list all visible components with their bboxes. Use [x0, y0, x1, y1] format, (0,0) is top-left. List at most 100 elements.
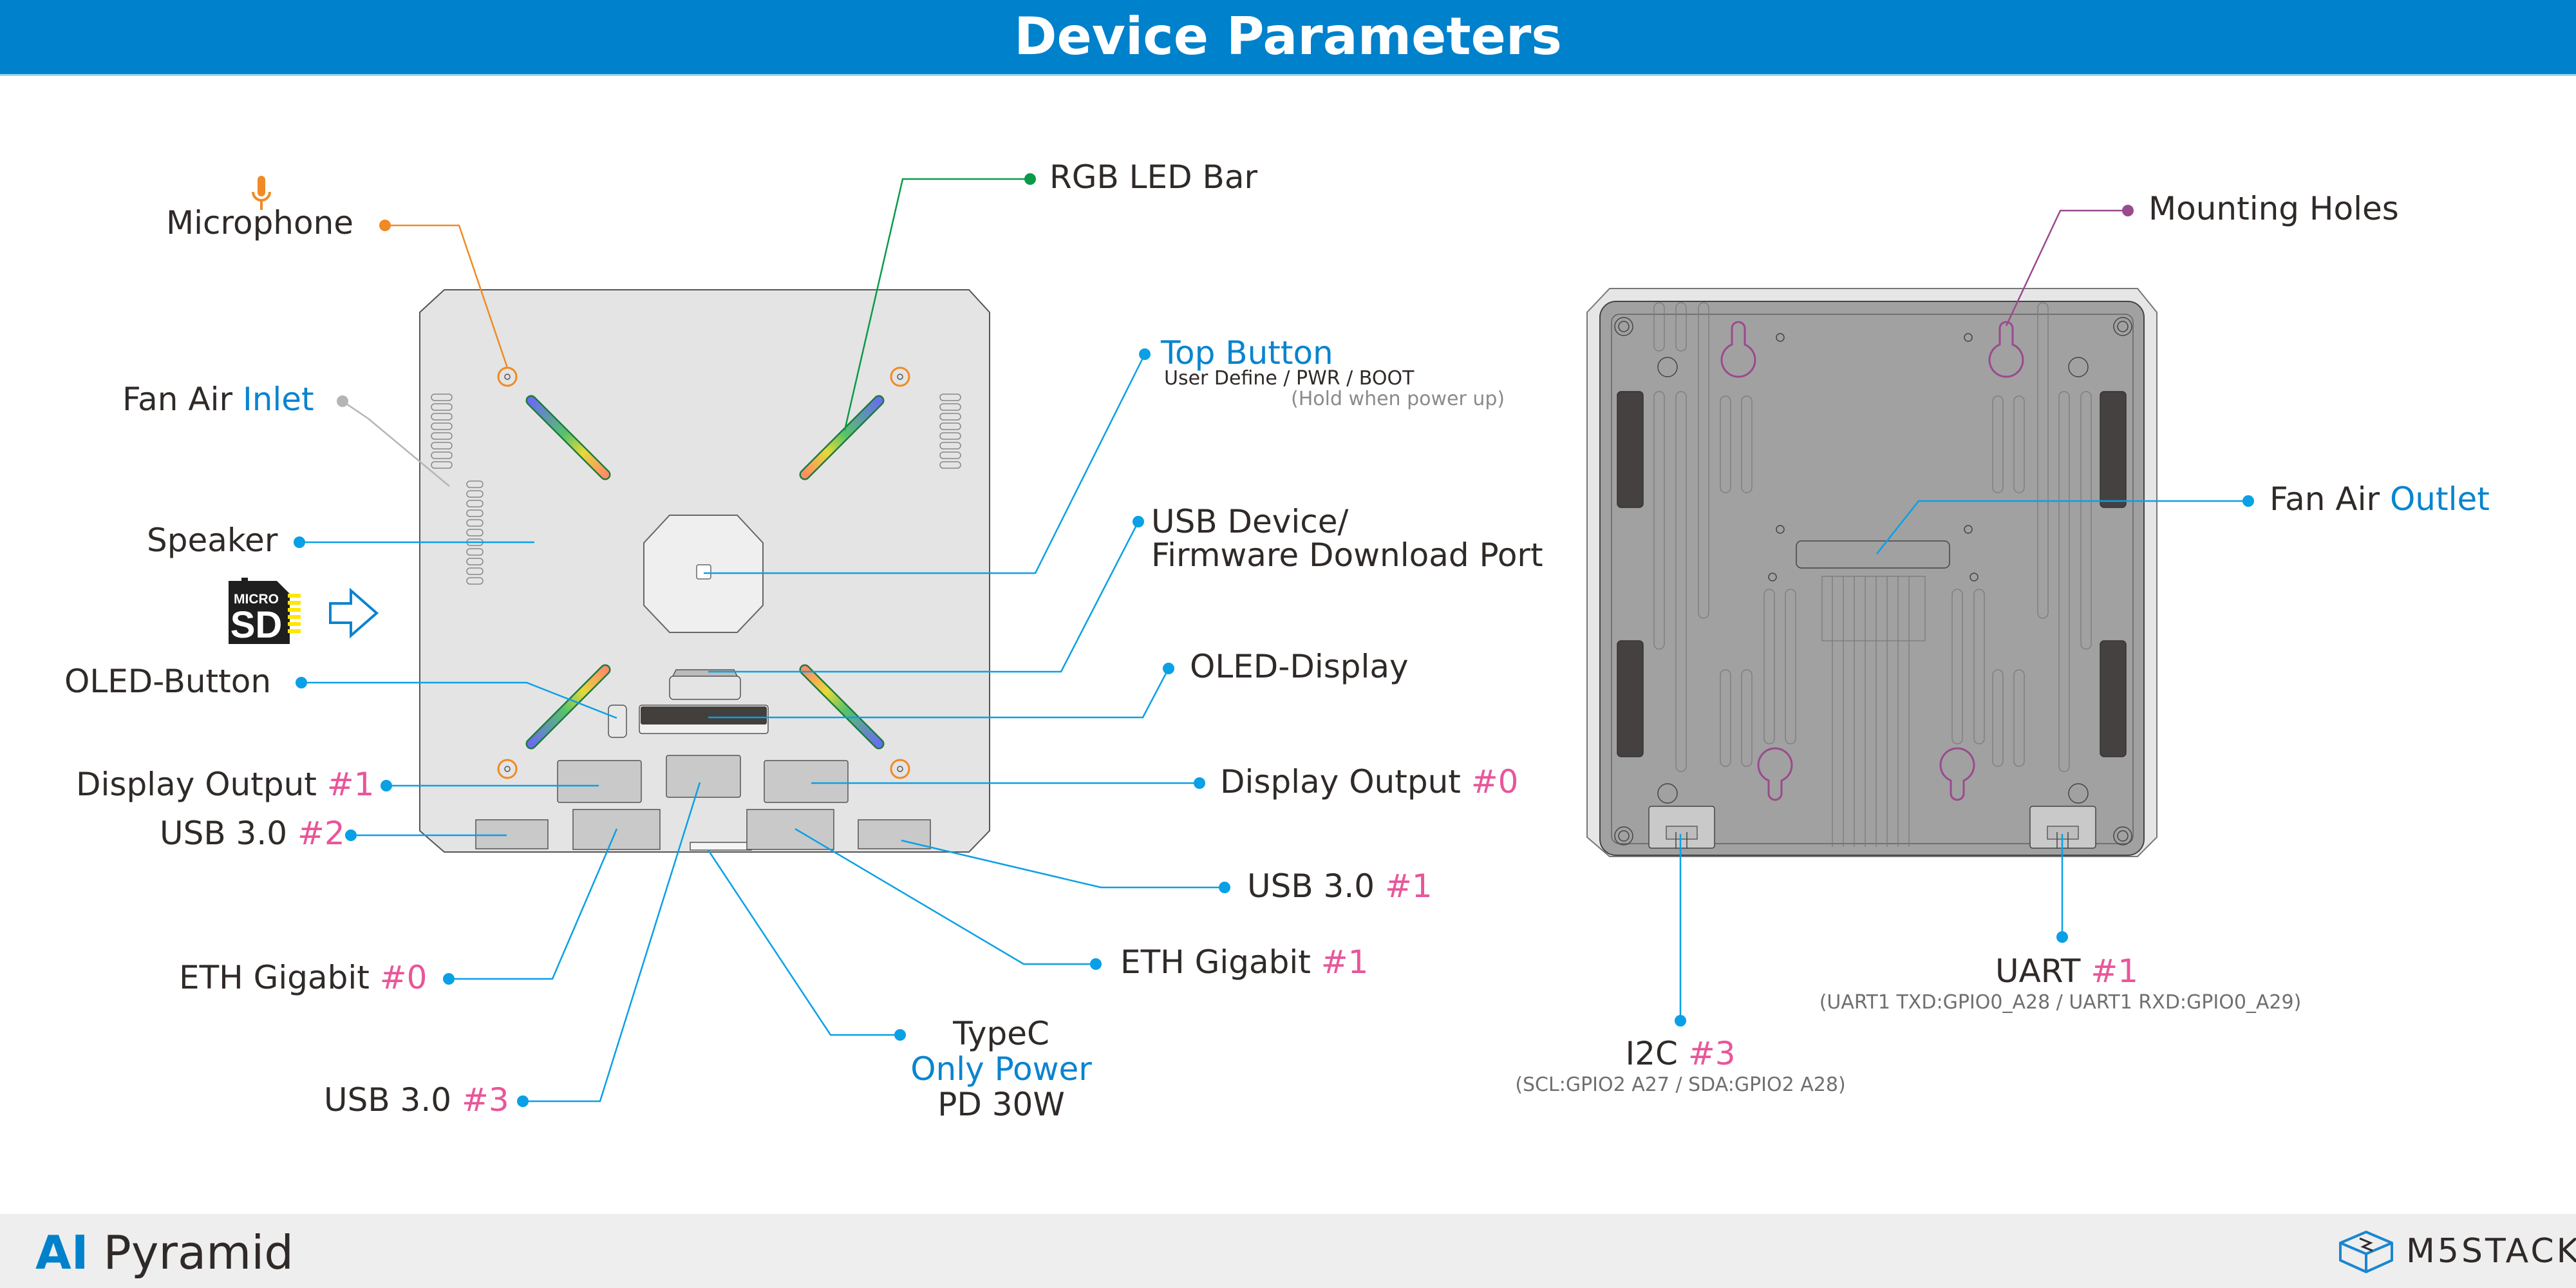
leader-fan-air-inlet	[342, 400, 450, 487]
uart1-connector	[2029, 806, 2096, 849]
label-usb30-1: USB 3.0 #1	[1247, 868, 1433, 904]
leader-dot	[1024, 173, 1036, 185]
label-fan-air-inlet: Fan Air Inlet	[122, 381, 314, 417]
rgb-led-bar-glow	[801, 666, 883, 748]
microsd-card-icon: MICRO SD	[229, 578, 301, 646]
label-index: #1	[1384, 867, 1433, 905]
leader-dot	[517, 1095, 529, 1107]
label-microphone: Microphone	[166, 204, 354, 242]
leader-oled-display	[708, 668, 1170, 719]
label-index: #0	[379, 959, 428, 996]
fan-air-outlet	[1796, 540, 1950, 569]
microsd-sd-text: SD	[230, 604, 283, 646]
leader-dot	[1133, 516, 1144, 527]
usb30-2-port	[475, 819, 549, 849]
leader-typec	[707, 849, 900, 1036]
leader-fan-air-outlet	[1876, 500, 2248, 554]
mounting-hole-icon	[1988, 321, 2024, 378]
leader-dot	[294, 536, 305, 548]
leader-usb30-3	[523, 782, 701, 1103]
m5stack-logo-icon	[2339, 1231, 2393, 1273]
leader-usb-device	[708, 521, 1140, 673]
mounting-hole-icon	[1939, 747, 1975, 801]
product-name-rest: Pyramid	[88, 1226, 294, 1280]
vent-ribs	[1653, 302, 2092, 847]
label-i2c3: I2C #3	[1552, 1036, 1809, 1072]
product-name-ai: AI	[35, 1226, 89, 1280]
label-display-output-0: Display Output #0	[1220, 764, 1519, 800]
leader-dot	[379, 220, 391, 231]
device-bottom-view	[1586, 288, 2158, 857]
label-eth-0: ETH Gigabit #0	[179, 960, 428, 996]
label-uart1-pins: (UART1 TXD:GPIO0_A28 / UART1 RXD:GPIO0_A…	[1819, 991, 2302, 1014]
rubber-foot	[1617, 391, 1644, 508]
label-typec-line1: TypeC	[953, 1015, 1049, 1052]
leader-dot	[1194, 777, 1205, 789]
usb-device-port-body	[669, 676, 741, 700]
label-index: #1	[2091, 952, 2139, 990]
rgb-led-bar-glow	[801, 397, 883, 478]
top-button[interactable]	[696, 564, 711, 580]
label-top-button-hint: (Hold when power up)	[1291, 388, 1505, 410]
leader-dot	[296, 677, 307, 688]
label-typec-line2: Only Power	[910, 1050, 1092, 1088]
label-i2c3-pins: (SCL:GPIO2 A27 / SDA:GPIO2 A28)	[1515, 1074, 1846, 1096]
leader-dot	[337, 395, 348, 407]
leader-dot	[2242, 495, 2254, 507]
leader-eth-1	[794, 828, 1096, 965]
typec-port	[690, 842, 752, 851]
label-speaker: Speaker	[147, 522, 278, 559]
label-rgb-led-bar: RGB LED Bar	[1049, 158, 1258, 196]
oled-button[interactable]	[608, 705, 627, 738]
label-mounting-holes: Mounting Holes	[2148, 190, 2399, 227]
i2c3-connector	[1648, 806, 1715, 849]
label-index: #3	[1688, 1035, 1736, 1072]
leader-top-button	[704, 354, 1146, 574]
label-usb30-2: USB 3.0 #2	[160, 815, 345, 851]
microphone-hole-icon	[890, 759, 910, 779]
label-prefix: ETH Gigabit	[1120, 943, 1321, 981]
mounting-hole-icon	[1757, 747, 1793, 801]
leader-microphone	[385, 224, 509, 368]
leader-oled-button	[301, 681, 617, 719]
label-index: #2	[297, 815, 345, 852]
footer-bar: AI Pyramid M5STACK	[0, 1214, 2576, 1288]
microphone-hole-icon	[890, 366, 910, 387]
label-prefix: USB 3.0	[160, 815, 297, 852]
device-top-view	[419, 289, 990, 853]
label-typec-line3: PD 30W	[937, 1086, 1065, 1123]
label-prefix: Display Output	[1220, 763, 1471, 800]
mounting-hole-icon	[1720, 321, 1756, 378]
leader-rgb-led-bar	[843, 178, 1030, 431]
label-display-output-1: Display Output #1	[76, 766, 375, 802]
label-prefix: UART	[1995, 952, 2091, 990]
label-prefix: I2C	[1625, 1035, 1688, 1072]
label-index: #1	[326, 766, 375, 803]
label-top-button-functions: User Define / PWR / BOOT	[1164, 367, 1415, 390]
leader-dot	[1675, 1015, 1686, 1027]
leader-eth-0	[449, 828, 618, 980]
microsd-micro-text: MICRO	[234, 592, 279, 607]
label-index: #0	[1471, 763, 1519, 800]
label-eth-1: ETH Gigabit #1	[1120, 944, 1369, 980]
leader-dot	[443, 973, 455, 985]
label-prefix: Display Output	[76, 766, 327, 803]
bottom-plate	[1599, 301, 2145, 856]
label-fan-air-outlet: Fan Air Outlet	[2270, 481, 2490, 517]
label-prefix: USB 3.0	[1247, 867, 1385, 905]
label-uart1: UART #1	[1899, 953, 2234, 989]
corner-screws	[1614, 317, 2132, 846]
leader-dot	[1219, 882, 1230, 893]
label-index: #3	[461, 1081, 509, 1119]
rubber-foot	[2100, 640, 2127, 757]
label-highlight: Outlet	[2389, 480, 2490, 518]
rgb-led-bar-glow	[527, 397, 609, 478]
oled-display	[641, 706, 767, 724]
leader-dot	[345, 829, 357, 841]
arrow-right-icon	[329, 587, 379, 639]
label-oled-display: OLED-Display	[1190, 648, 1409, 685]
microphone-hole-icon	[497, 759, 518, 779]
label-fan-air-inlet-highlight: Inlet	[242, 381, 314, 418]
label-usb-device-line2: Firmware Download Port	[1151, 536, 1543, 574]
